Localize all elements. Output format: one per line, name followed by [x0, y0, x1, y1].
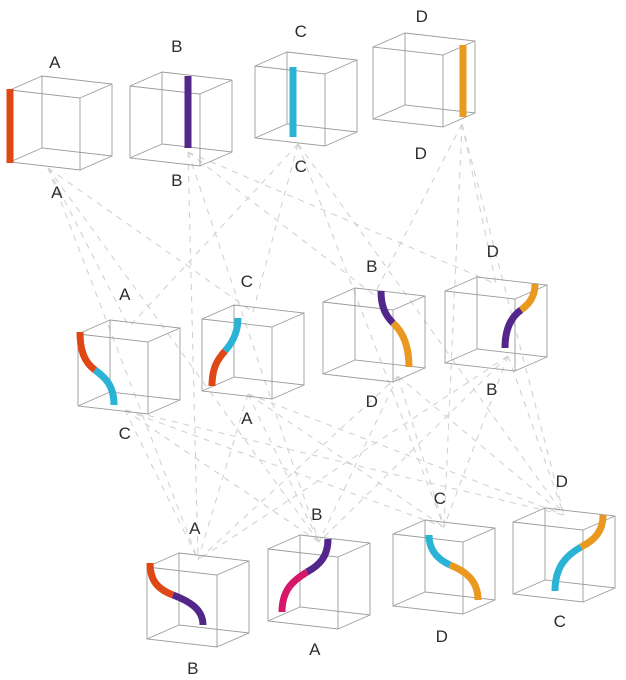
cube-bot-cd [392, 519, 496, 615]
cube-label-top-top-c: C [295, 22, 308, 41]
cube-label-bottom-bot-ab: B [187, 659, 199, 678]
strand-red [76, 331, 98, 373]
cube-wireframe [392, 519, 496, 615]
cube-label-bottom-bot-ba: A [309, 640, 321, 659]
connection-dashed-line-mid-ca-bot-cd [247, 393, 445, 528]
connection-dashed-line-top-a-mid-ca [47, 167, 254, 313]
cube-label-bottom-mid-ca: A [241, 409, 253, 428]
cube-label-top-mid-ac: A [119, 285, 131, 304]
strand-orange [579, 514, 607, 551]
cube-label-top-mid-ca: C [241, 272, 254, 291]
cube-label-bottom-bot-dc: C [554, 612, 567, 631]
cube-wireframe [254, 51, 358, 147]
connection-dashed-line-top-b-bot-ba [187, 151, 320, 543]
cube-label-bottom-mid-ac: C [119, 424, 132, 443]
connection-dashed-line-top-b-mid-bd [187, 151, 375, 296]
strand-orange [518, 283, 539, 313]
cube-top-c [254, 51, 358, 147]
cube-wireframe [322, 287, 426, 383]
connection-dashed-line-mid-ca-bot-ab [197, 393, 249, 561]
strand-orange [448, 561, 482, 601]
connection-dashed-line-mid-ca-bot-ba [247, 393, 320, 543]
cube-label-top-bot-ab: A [189, 519, 201, 538]
cube-label-top-bot-ba: B [311, 505, 323, 524]
cube-label-top-mid-bd: B [366, 257, 378, 276]
connection-dashed-line-top-c-mid-ca [252, 143, 299, 313]
connection-dashed-line-top-c-bot-cd [297, 143, 445, 528]
connection-dashed-line-top-b-mid-db [187, 151, 497, 285]
cube-bot-ba [267, 534, 371, 630]
cube-wireframe [146, 552, 250, 648]
cube-label-top-mid-db: D [487, 242, 500, 261]
strand-purple [305, 538, 332, 576]
connection-dashed-line-top-d-mid-db [461, 123, 497, 285]
connection-dashed-line-mid-bd-bot-cd [397, 375, 445, 528]
cube-bot-ab [146, 552, 250, 648]
strand-purple [171, 591, 207, 626]
cube-top-d [372, 32, 476, 128]
strand-purple [377, 290, 396, 326]
strand-orange [390, 320, 413, 368]
connection-dashed-line-top-a-bot-ab [47, 167, 199, 561]
cube-mid-bd [322, 287, 426, 383]
cube-label-bottom-top-c: C [295, 157, 308, 176]
cube-wireframe [201, 304, 305, 400]
cube-wireframe [267, 534, 371, 630]
cube-top-a [6, 75, 113, 171]
cube-label-bottom-mid-db: B [486, 380, 498, 399]
connection-dashed-line-mid-db-bot-ba [318, 355, 509, 543]
cube-mid-ca [201, 304, 305, 400]
strand-cyan [92, 367, 118, 406]
cube-top-b [129, 71, 233, 167]
cube-mid-ac [76, 319, 181, 415]
cube-mid-db [444, 276, 548, 372]
connection-dashed-line-mid-db-bot-dc [507, 355, 565, 516]
connection-dashed-line-top-d-bot-cd [443, 123, 463, 528]
connection-dashed-line-top-d-mid-bd [373, 123, 463, 296]
strand-cyan [222, 317, 242, 354]
connection-dashed-line-mid-ac-bot-dc [124, 409, 565, 516]
cube-label-top-top-a: A [49, 53, 61, 72]
connection-dashed-line-top-c-mid-ac [128, 143, 299, 328]
connection-dashed-line-top-a-mid-ac [47, 167, 130, 328]
cube-wireframe [77, 319, 181, 415]
connection-dashed-line-top-b-bot-ab [187, 151, 199, 561]
cube-label-top-top-d: D [416, 7, 429, 26]
connection-dashed-line-top-a-bot-ba [47, 167, 320, 543]
cube-bot-dc [512, 507, 616, 603]
cube-label-bottom-mid-bd: D [366, 392, 379, 411]
connection-dashed-line-mid-db-bot-ab [197, 355, 509, 561]
strand-cyan [551, 543, 583, 592]
cube-label-bottom-bot-cd: D [436, 627, 449, 646]
connection-dashed-line-mid-ac-bot-ab [124, 409, 199, 561]
connection-dashed-line-mid-ac-bot-ba [124, 409, 320, 543]
strand-magenta [278, 569, 309, 613]
strand-purple [501, 307, 524, 349]
cube-label-bottom-top-a: A [51, 183, 63, 202]
cube-label-top-top-b: B [171, 37, 183, 56]
cube-wireframe [129, 71, 233, 167]
connection-dashed-line-top-c-bot-dc [297, 143, 565, 516]
cube-label-top-bot-cd: C [434, 489, 447, 508]
connection-dashed-line-mid-ac-bot-cd [124, 409, 445, 528]
strand-cyan [425, 534, 452, 569]
connection-dashed-line-mid-bd-bot-ab [197, 375, 399, 561]
cube-label-bottom-top-d: D [415, 144, 428, 163]
cube-wireframe [9, 75, 113, 171]
strand-red [208, 348, 228, 387]
cube-label-bottom-top-b: B [171, 171, 183, 190]
cube-label-top-bot-dc: D [556, 472, 569, 491]
connection-dashed-line-mid-bd-bot-ba [318, 375, 399, 543]
cube-wireframe [372, 32, 476, 128]
connection-dashed-line-mid-bd-bot-dc [397, 375, 565, 516]
connection-dashed-line-top-d-bot-dc [461, 123, 565, 516]
connection-dashed-line-mid-ca-bot-dc [247, 393, 565, 516]
strand-red [146, 562, 175, 599]
